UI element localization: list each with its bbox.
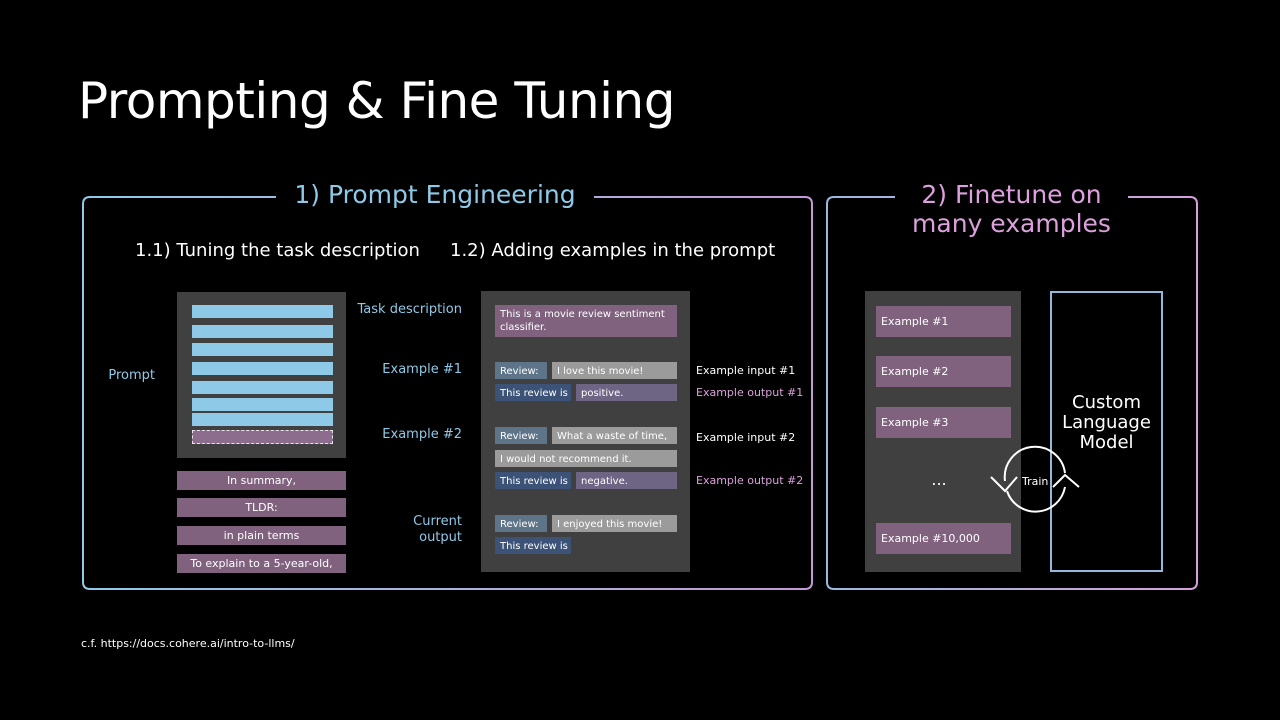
task-description-label: Task description	[357, 302, 462, 317]
prompt-slot-dashed	[192, 430, 333, 444]
task-description-box: This is a movie review sentiment classif…	[495, 305, 677, 337]
task-option: in plain terms	[177, 526, 346, 545]
training-example: Example #10,000	[876, 523, 1011, 554]
ex2-review-cont: I would not recommend it.	[495, 450, 677, 467]
prompt-line	[192, 305, 333, 318]
prompt-line	[192, 325, 333, 338]
model-label-line3: Model	[1079, 432, 1134, 453]
prompt-line	[192, 398, 333, 411]
ex1-is-text: positive.	[576, 384, 677, 401]
custom-language-model-label: Custom Language Model	[1050, 393, 1163, 453]
finetune-heading-line1: 2) Finetune on	[921, 180, 1102, 209]
prompt-engineering-heading: 1) Prompt Engineering	[294, 180, 576, 209]
task-description-text-line2: classifier.	[500, 322, 547, 333]
model-label-line1: Custom	[1072, 392, 1141, 413]
prompt-line	[192, 413, 333, 426]
ex2-is-text: negative.	[576, 472, 677, 489]
ex2-review-text: What a waste of time,	[552, 427, 677, 444]
prompt-line	[192, 381, 333, 394]
example1-label: Example #1	[382, 362, 462, 377]
current-review-label: Review:	[495, 515, 547, 532]
ex2-review-label: Review:	[495, 427, 547, 444]
task-option: To explain to a 5-year-old,	[177, 554, 346, 573]
current-output-label-line2: output	[419, 530, 462, 545]
ex2-is-label: This review is	[495, 472, 571, 489]
annotation-input2: Example input #2	[696, 431, 796, 444]
training-example: Example #1	[876, 306, 1011, 337]
example2-label: Example #2	[382, 427, 462, 442]
task-description-text-line1: This is a movie review sentiment	[500, 309, 665, 320]
model-label-line2: Language	[1062, 412, 1151, 433]
current-review-text: I enjoyed this movie!	[552, 515, 677, 532]
adding-examples-heading: 1.2) Adding examples in the prompt	[450, 240, 776, 261]
finetune-frame	[826, 196, 1198, 590]
task-option: In summary,	[177, 471, 346, 490]
train-label: Train	[1022, 475, 1049, 488]
prompt-line	[192, 362, 333, 375]
training-example: Example #2	[876, 356, 1011, 387]
train-cycle-icon	[990, 445, 1080, 513]
slide-title: Prompting & Fine Tuning	[78, 72, 675, 130]
current-output-label-line1: Current	[413, 514, 462, 529]
ex1-review-label: Review:	[495, 362, 547, 379]
task-option: TLDR:	[177, 498, 346, 517]
ex1-review-text: I love this movie!	[552, 362, 677, 379]
prompt-line	[192, 343, 333, 356]
ex1-is-label: This review is	[495, 384, 571, 401]
annotation-input1: Example input #1	[696, 364, 796, 377]
prompt-label: Prompt	[108, 368, 155, 383]
annotation-output1: Example output #1	[696, 386, 804, 399]
training-example: Example #3	[876, 407, 1011, 438]
custom-language-model-box	[1050, 291, 1163, 572]
current-is-label: This review is	[495, 537, 571, 554]
prompt-engineering-frame	[82, 196, 813, 590]
prompt-panel	[177, 292, 346, 458]
annotation-output2: Example output #2	[696, 474, 804, 487]
finetune-heading-line2: many examples	[912, 209, 1111, 238]
examples-ellipsis: ...	[931, 470, 947, 489]
footnote-link[interactable]: c.f. https://docs.cohere.ai/intro-to-llm…	[81, 637, 295, 650]
tuning-task-description-heading: 1.1) Tuning the task description	[135, 240, 420, 261]
